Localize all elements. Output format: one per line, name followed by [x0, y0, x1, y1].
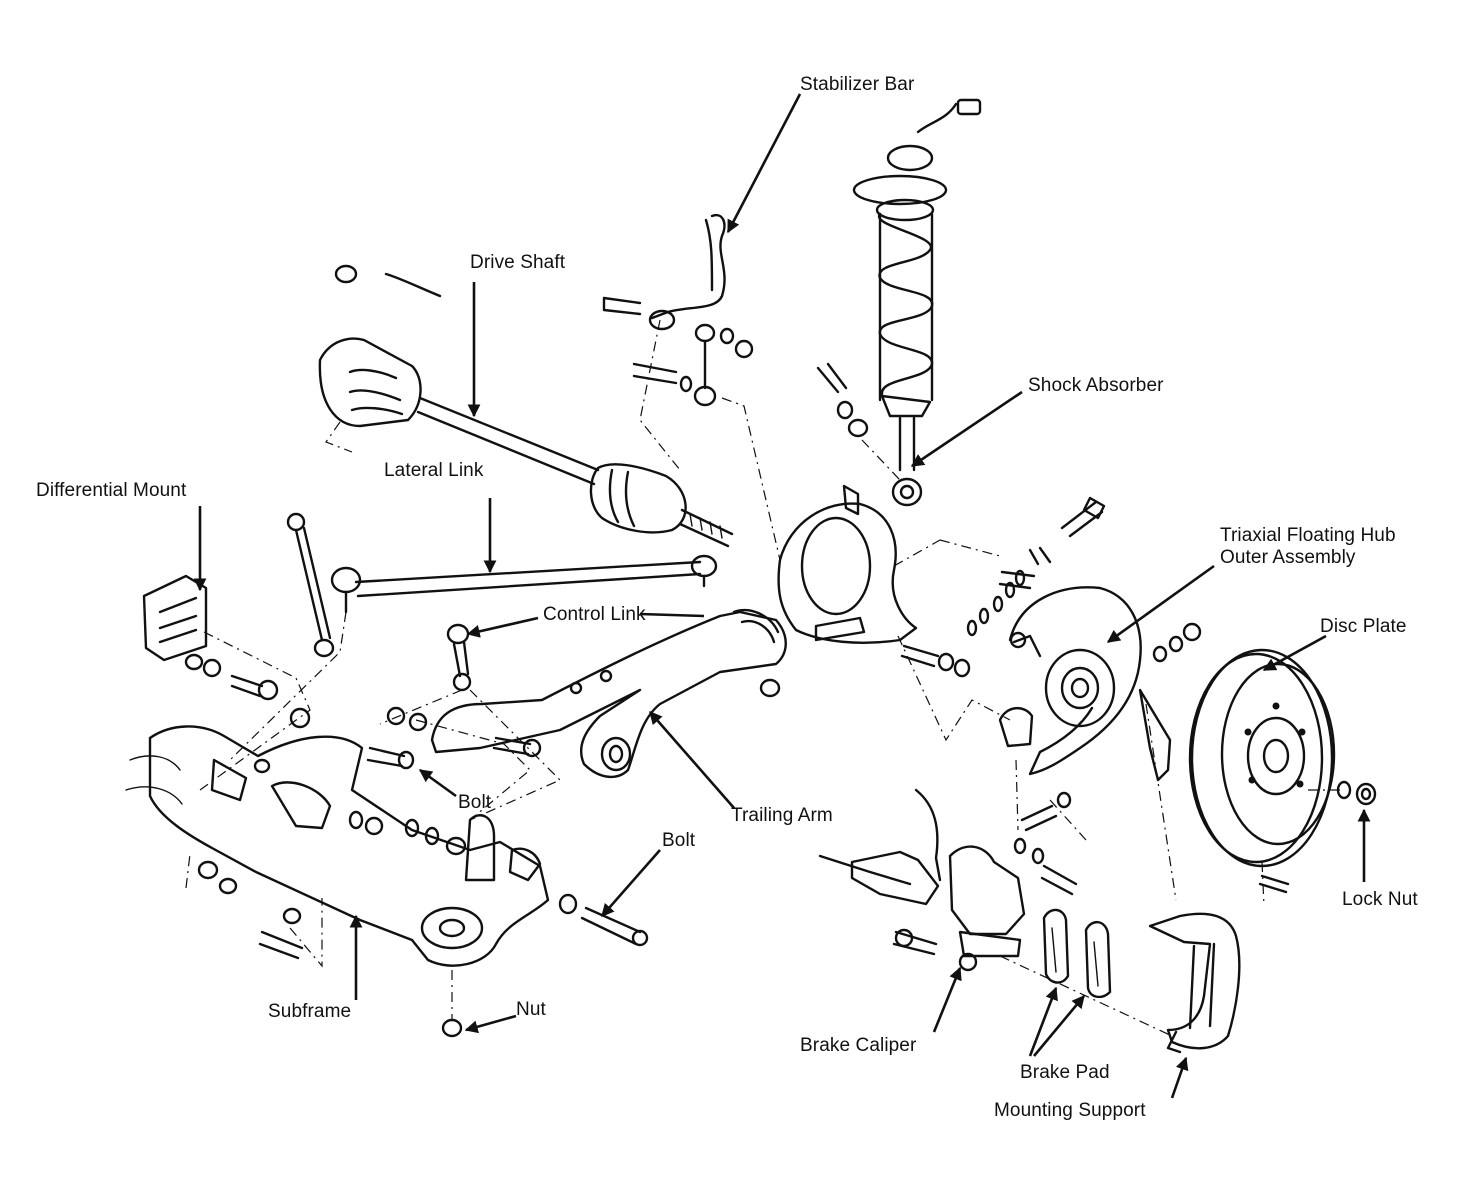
drive-shaft-label: Drive Shaft: [470, 252, 566, 273]
shock-absorber-label: Shock Absorber: [1028, 375, 1164, 396]
leader-arrows: [193, 93, 1371, 1099]
stabilizer-bar-label: Stabilizer Bar: [800, 74, 915, 95]
lateral-link-part: [330, 264, 718, 614]
nut-label: Nut: [516, 999, 546, 1020]
drive-shaft-part: [318, 337, 734, 548]
brake-caliper-label: Brake Caliper: [800, 1035, 917, 1056]
rod-link-part: [286, 512, 335, 658]
alignment-lines: [185, 319, 1340, 1037]
disc-plate-part: [1188, 648, 1377, 894]
triaxial-hub-label-line2: Outer Assembly: [1220, 547, 1356, 568]
triaxial-hub-part: [966, 496, 1202, 782]
brake-pad-label: Brake Pad: [1020, 1062, 1110, 1083]
brake-pad-part: [1042, 908, 1112, 999]
differential-mount-label: Differential Mount: [36, 480, 187, 501]
subframe-hardware: [197, 706, 649, 1038]
subframe-part: [125, 725, 550, 967]
subframe-label: Subframe: [268, 1001, 352, 1022]
lock-nut-label: Lock Nut: [1342, 889, 1418, 910]
stabilizer-bar-part: [602, 213, 754, 407]
bolt-upper-label: Bolt: [458, 792, 492, 813]
shock-absorber-part: [816, 98, 982, 507]
trailing-arm-part: [430, 608, 787, 778]
control-link-label: Control Link: [543, 604, 646, 625]
knuckle-part: [777, 484, 971, 678]
disc-plate-label: Disc Plate: [1320, 616, 1407, 637]
lateral-link-label: Lateral Link: [384, 460, 484, 481]
differential-mount-part: [142, 574, 311, 729]
mounting-support-part: [1148, 912, 1241, 1054]
bolt-lower-label: Bolt: [662, 830, 696, 851]
mounting-support-label: Mounting Support: [994, 1100, 1146, 1121]
brake-caliper-part: [818, 788, 1078, 972]
triaxial-hub-label-line1: Triaxial Floating Hub: [1220, 525, 1396, 546]
control-link-part: [446, 623, 472, 692]
trailing-arm-label: Trailing Arm: [731, 805, 833, 826]
